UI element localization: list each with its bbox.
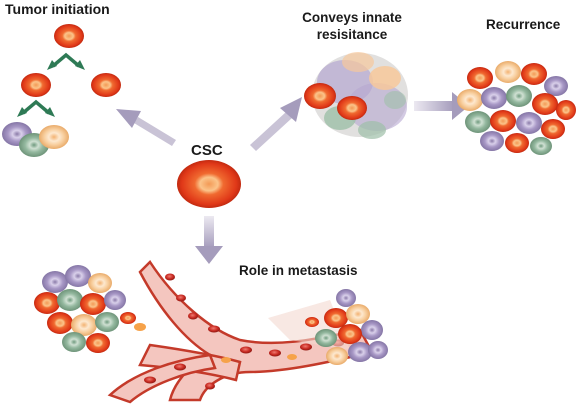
recurrence-cluster (457, 61, 576, 155)
label-recurrence: Recurrence (486, 17, 561, 32)
metastasis-cluster-right (268, 289, 388, 365)
resistance-cluster (304, 52, 408, 139)
label-tumor-initiation: Tumor initiation (5, 1, 110, 17)
csc-cell-small (337, 96, 367, 120)
arrow-to-resistance (250, 97, 302, 151)
label-role-in-metastasis: Role in metastasis (239, 263, 358, 278)
arrow-to-metastasis (195, 216, 223, 264)
metastasis-cluster-left (34, 265, 146, 353)
label-conveys-resistance: Conveys innate resisitance (293, 9, 411, 43)
csc-cell-small (54, 24, 84, 48)
peach-cell (39, 125, 69, 149)
tumor-initiation-tree (2, 24, 121, 157)
label-conveys-line1: Conveys innate (302, 10, 402, 25)
label-csc: CSC (191, 142, 223, 159)
green-branch-arrow (21, 99, 51, 115)
green-branch-arrow (51, 52, 81, 68)
csc-cell-small (21, 73, 51, 97)
label-conveys-line2: resisitance (316, 27, 388, 42)
csc-cell-small (91, 73, 121, 97)
blood-vessel (107, 260, 374, 404)
csc-cell-small (304, 83, 336, 109)
arrow-to-tumor-initiation (116, 109, 176, 146)
csc-main-cell (177, 160, 241, 208)
